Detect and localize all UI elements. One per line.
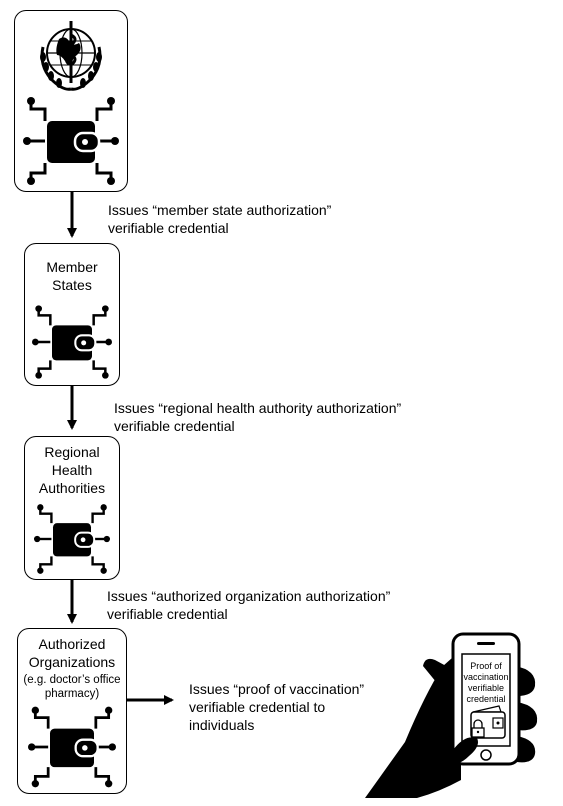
authorized-line2: Organizations: [28, 654, 116, 670]
caption-vaccination-line3: individuals: [189, 717, 255, 733]
authorized-orgs-node: Authorized Organizations (e.g. doctor’s …: [17, 628, 127, 794]
caption-member-state-line2: verifiable credential: [108, 220, 229, 236]
caption-regional: Issues “regional health authority author…: [114, 399, 401, 435]
caption-authorized-line1: Issues “authorized organization authoriz…: [107, 588, 391, 604]
phone-line1: Proof of: [470, 661, 502, 671]
caption-regional-line2: verifiable credential: [114, 418, 235, 434]
caption-vaccination: Issues “proof of vaccination” verifiable…: [189, 680, 364, 734]
regional-line2: Health: [51, 462, 93, 478]
member-states-line2: States: [52, 277, 92, 293]
hand-holding-phone-icon: [365, 632, 538, 798]
who-emblem-icon: [40, 21, 102, 91]
wallet-circuit-icon: [34, 504, 110, 574]
regional-health-node: Regional Health Authorities: [24, 436, 120, 580]
phone-line3: verifiable: [467, 683, 505, 693]
caption-member-state-line1: Issues “member state authorization”: [108, 202, 332, 218]
wallet-circuit-icon: [32, 305, 112, 379]
caption-authorized-line2: verifiable credential: [107, 606, 228, 622]
caption-vaccination-line1: Issues “proof of vaccination”: [189, 681, 365, 697]
phone-line2: vaccination: [463, 672, 509, 682]
caption-regional-line1: Issues “regional health authority author…: [114, 400, 402, 416]
regional-line1: Regional: [44, 444, 100, 460]
wallet-circuit-icon: [23, 97, 119, 185]
wallet-circuit-icon: [28, 706, 116, 788]
caption-vaccination-line2: verifiable credential to: [189, 699, 326, 715]
authorized-line4: pharmacy): [44, 688, 100, 700]
phone-line4: credential: [466, 694, 506, 704]
caption-member-state: Issues “member state authorization” veri…: [108, 201, 331, 237]
regional-line3: Authorities: [38, 480, 106, 496]
authorized-line1: Authorized: [38, 636, 106, 652]
phone-credential-text: Proof of vaccination verifiable credenti…: [462, 661, 510, 705]
member-states-line1: Member: [46, 259, 98, 275]
member-states-node: Member States: [24, 243, 120, 386]
who-node: [14, 10, 128, 192]
authorized-line3: (e.g. doctor’s office: [23, 674, 121, 686]
caption-authorized: Issues “authorized organization authoriz…: [107, 587, 390, 623]
